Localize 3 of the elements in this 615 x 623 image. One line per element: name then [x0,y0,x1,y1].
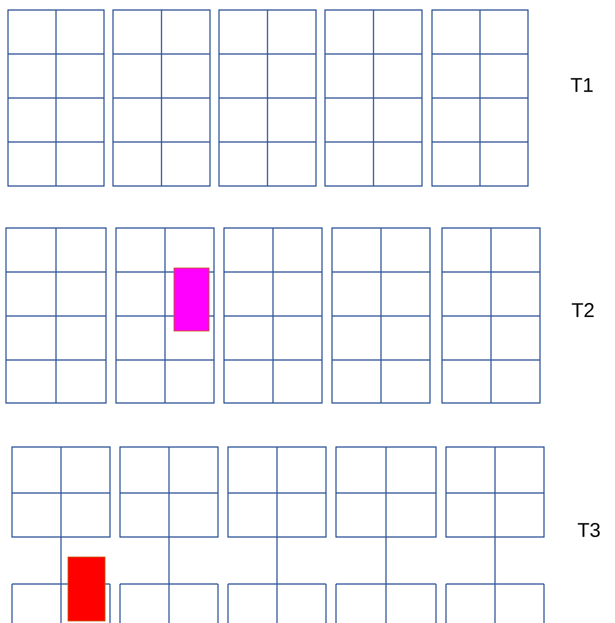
row-label: T3 [578,522,600,538]
row-label: T1 [570,78,593,92]
row-label: T2 [572,303,594,317]
